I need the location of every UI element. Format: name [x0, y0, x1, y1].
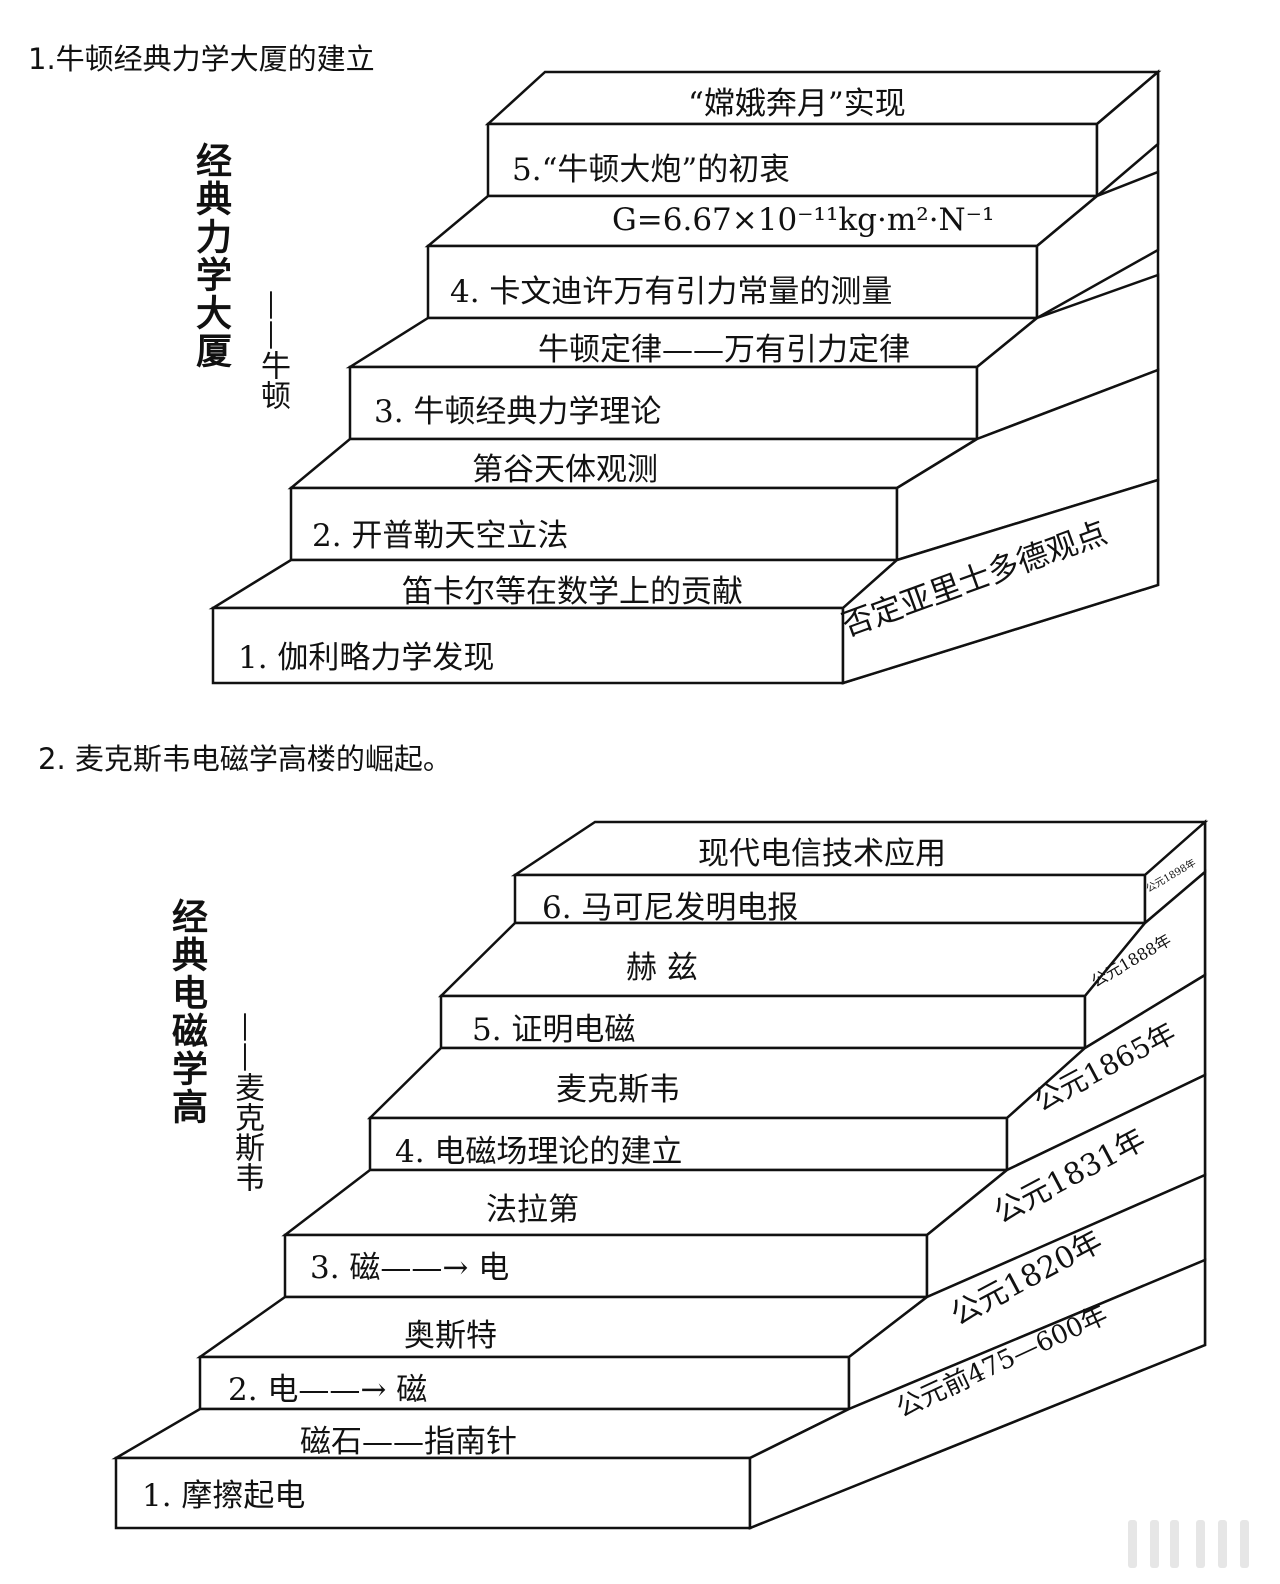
stair1-riser-1	[211, 606, 845, 685]
stair2-riser-1	[114, 1456, 752, 1530]
watermark-bar-3	[1170, 1520, 1179, 1568]
watermark-bar-5	[1218, 1520, 1227, 1568]
s2-step-3-label: 3. 磁——→ 电	[310, 1250, 510, 1286]
s2-tread-6-label: 现代电信技术应用	[698, 836, 946, 872]
s2-step-2-label: 2. 电——→ 磁	[228, 1372, 428, 1408]
watermark-bar-1	[1128, 1520, 1137, 1568]
stair1-side-2	[895, 368, 1160, 562]
s1-tread-5-label: “嫦娥奔月”实现	[688, 86, 906, 122]
s2-step-1-label: 1. 摩擦起电	[142, 1478, 306, 1514]
s2-step-4-label: 4. 电磁场理论的建立	[395, 1134, 683, 1170]
s1-tread-4-label: G=6.67×10⁻¹¹kg·m²·N⁻¹	[612, 202, 995, 238]
stair1-side-4	[1035, 170, 1160, 321]
stair1-riser-3	[348, 365, 979, 441]
stair2-side-2	[847, 1173, 1207, 1411]
s1-step-5-label: 5.“牛顿大炮”的初衷	[512, 152, 791, 188]
watermark-bar-2	[1150, 1520, 1159, 1568]
s1-step-3-label: 3. 牛顿经典力学理论	[374, 394, 662, 430]
stair1-side-3	[975, 273, 1160, 441]
s2-tread-4-label: 麦克斯韦	[556, 1072, 680, 1108]
watermark-bar-6	[1240, 1520, 1249, 1568]
stair2-riser-2	[198, 1355, 851, 1411]
s2-step-6-label: 6. 马可尼发明电报	[542, 890, 799, 926]
stair2-tread-2	[196, 1295, 931, 1359]
s2-tread-5-label: 赫 兹	[626, 950, 698, 986]
s2-step-5-label: 5. 证明电磁	[472, 1012, 636, 1048]
section2-side-title: 经典电磁学高	[166, 898, 207, 1126]
stair1-side-1	[841, 478, 1160, 685]
stair2-tread-3	[281, 1168, 1011, 1237]
stair2-side-5	[1083, 869, 1207, 1051]
s1-step-4-label: 4. 卡文迪许万有引力常量的测量	[450, 274, 893, 310]
s2-tread-3-label: 法拉第	[486, 1192, 579, 1228]
stair1-side-5	[1095, 69, 1160, 199]
section2-side-author: ——麦克斯韦	[229, 1012, 264, 1192]
stair2-side-1	[748, 1258, 1207, 1530]
watermark-bar-4	[1196, 1520, 1205, 1568]
s1-tread-3-label: 牛顿定律——万有引力定律	[538, 332, 910, 368]
stair2-side-4	[1005, 972, 1207, 1172]
stair2-riser-4	[368, 1116, 1009, 1172]
stair2-tread-4	[366, 1046, 1089, 1120]
s2-tread-1-label: 磁石——指南针	[300, 1424, 517, 1460]
s1-tread-2-label: 第谷天体观测	[472, 452, 658, 488]
section1-title: 1.牛顿经典力学大厦的建立	[28, 42, 375, 76]
stair2-side-3	[925, 1073, 1207, 1299]
section1-side-title: 经典力学大厦	[190, 142, 231, 370]
section1-side-author: ——牛顿	[255, 290, 290, 410]
s1-step-2-label: 2. 开普勒天空立法	[312, 518, 569, 554]
stair2-tread-5	[437, 921, 1148, 998]
s1-step-1-label: 1. 伽利略力学发现	[238, 640, 495, 676]
s2-tread-2-label: 奥斯特	[404, 1318, 497, 1354]
s1-tread-1-label: 笛卡尔等在数学上的贡献	[402, 574, 743, 610]
section2-title: 2. 麦克斯韦电磁学高楼的崛起。	[38, 742, 452, 776]
stair2-riser-3	[283, 1233, 929, 1299]
